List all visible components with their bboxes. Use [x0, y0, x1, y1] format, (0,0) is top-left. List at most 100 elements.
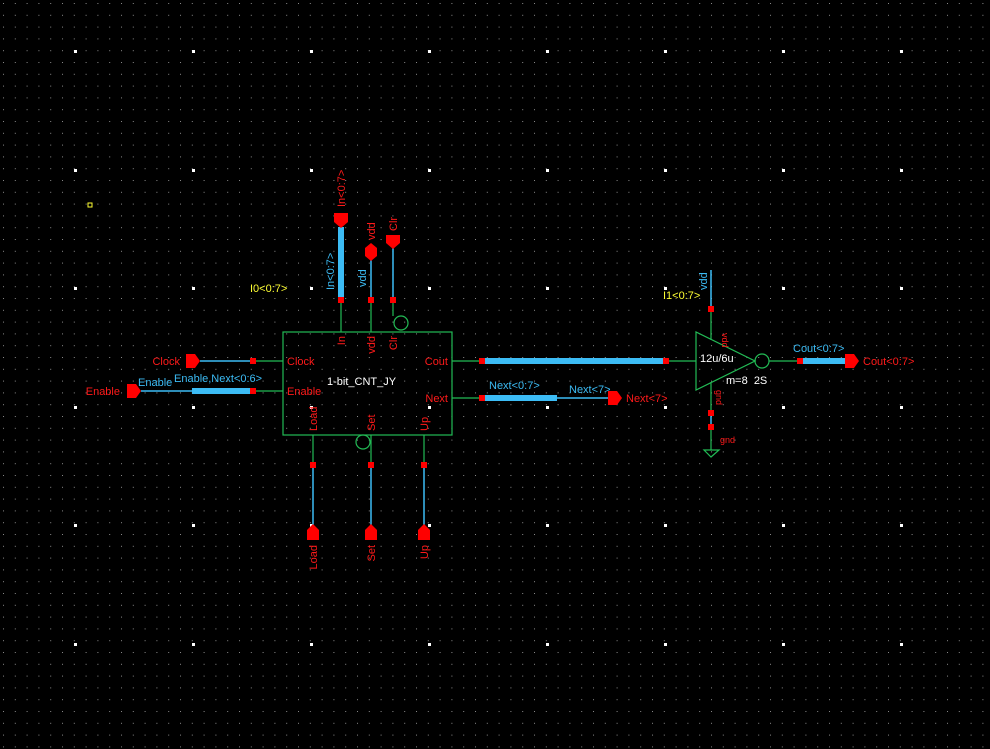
- net-labels: Enable Enable,Next<0:6> In<0:7> vdd Next…: [138, 253, 844, 396]
- major-grid-dot: [782, 169, 785, 172]
- major-grid-dot: [664, 50, 667, 53]
- major-grid-dot: [310, 406, 313, 409]
- major-grid-dot: [900, 287, 903, 290]
- major-grid-dot: [428, 524, 431, 527]
- inverter-triangle: [695, 331, 757, 391]
- port-enable-icon: [127, 384, 141, 398]
- major-grid-dot: [546, 406, 549, 409]
- major-grid-dot: [74, 524, 77, 527]
- major-grid-dot: [664, 169, 667, 172]
- major-grid-dot: [310, 50, 313, 53]
- symbol-stubs: [253, 300, 800, 465]
- inverter-params: m=8 2S: [726, 375, 767, 387]
- major-grid-dot: [900, 524, 903, 527]
- major-grid-dot: [428, 169, 431, 172]
- major-grid-dot: [192, 524, 195, 527]
- major-grid-dot: [664, 406, 667, 409]
- net-label-cout: Cout<0:7>: [793, 343, 844, 355]
- instance-1bit-cnt[interactable]: 1-bit_CNT_JY Clock Enable Cout Next In v…: [250, 283, 453, 450]
- inverter-size: 12u/6u: [700, 353, 734, 365]
- net-label-enable: Enable: [138, 377, 172, 389]
- pin-label-cout: Cout: [425, 356, 448, 368]
- port-label-clr: Clr: [388, 217, 400, 231]
- major-grid-dot: [782, 50, 785, 53]
- major-grid-dot: [428, 406, 431, 409]
- major-grid-dot: [192, 287, 195, 290]
- major-grid-dot: [546, 50, 549, 53]
- port-cout-icon: [845, 354, 859, 368]
- gnd-label: gnd: [720, 435, 735, 445]
- port-label-clock: Clock: [152, 356, 180, 368]
- pin-label-next: Next: [425, 393, 448, 405]
- instance-inverter[interactable]: 12u/6u m=8 2S I1<0:7> vdd gnd gnd: [663, 290, 770, 458]
- major-grid-dot: [310, 287, 313, 290]
- port-clr-icon: [386, 235, 400, 249]
- port-load-icon: [307, 524, 319, 540]
- major-grid-dot: [664, 524, 667, 527]
- net-label-in: In<0:7>: [325, 253, 337, 290]
- major-grid-dot: [74, 643, 77, 646]
- wires[interactable]: [141, 227, 845, 525]
- major-grid-dot: [428, 643, 431, 646]
- major-grid-dot: [782, 524, 785, 527]
- major-grid-dot: [782, 287, 785, 290]
- port-label-cout: Cout<0:7>: [863, 356, 914, 368]
- major-grid-dot: [546, 287, 549, 290]
- inverter-pin-vdd: vdd: [720, 333, 730, 348]
- origin-marker: [87, 202, 93, 208]
- pin-label-enable: Enable: [287, 386, 321, 398]
- port-next7-icon: [608, 391, 622, 405]
- ground-icon: [702, 449, 721, 458]
- port-vdd-icon: [365, 243, 377, 261]
- port-label-enable: Enable: [86, 386, 120, 398]
- major-grid-dot: [192, 169, 195, 172]
- major-grid-dot: [74, 287, 77, 290]
- pin-label-clock: Clock: [287, 356, 315, 368]
- major-grid-dot: [74, 406, 77, 409]
- symbol-box: [282, 331, 453, 436]
- port-clock-icon: [186, 354, 200, 368]
- major-grid-dot: [546, 169, 549, 172]
- major-grid-dot: [900, 169, 903, 172]
- major-grid-dot: [192, 643, 195, 646]
- port-in-icon: [334, 213, 348, 228]
- major-grid-dot: [428, 50, 431, 53]
- inverter-instance-name: I1<0:7>: [663, 290, 700, 302]
- port-up-icon: [418, 524, 430, 540]
- major-grid-dot: [900, 50, 903, 53]
- major-grid-dot: [782, 406, 785, 409]
- pin-label-set: Set: [366, 414, 378, 431]
- port-label-set: Set: [366, 545, 378, 562]
- net-label-next-bus: Next<0:7>: [489, 380, 540, 392]
- major-grid-dot: [310, 643, 313, 646]
- pin-label-in: In: [336, 336, 348, 345]
- net-label-vdd-inv: vdd: [698, 272, 710, 290]
- net-label-vdd: vdd: [357, 269, 369, 287]
- port-label-load: Load: [308, 545, 320, 569]
- major-grid-dot: [546, 643, 549, 646]
- net-label-enable-bus: Enable,Next<0:6>: [174, 373, 262, 385]
- port-label-up: Up: [419, 545, 431, 559]
- net-label-next7: Next<7>: [569, 384, 611, 396]
- port-label-in: In<0:7>: [336, 170, 348, 207]
- major-grid-dot: [782, 643, 785, 646]
- port-label-vdd: vdd: [366, 222, 378, 240]
- connection-points: [250, 297, 803, 468]
- pin-label-up: Up: [419, 417, 431, 431]
- set-bubble: [355, 434, 371, 450]
- inverter-pin-gnd: gnd: [714, 390, 724, 405]
- pin-label-clr: Clr: [388, 336, 400, 350]
- major-grid-dot: [900, 406, 903, 409]
- major-grid-dot: [74, 50, 77, 53]
- major-grid-dot: [664, 643, 667, 646]
- pin-label-load: Load: [308, 407, 320, 431]
- inverter-bubble: [754, 353, 770, 369]
- major-grid-dot: [192, 406, 195, 409]
- port-set-icon: [365, 524, 377, 540]
- major-grid-dot: [192, 50, 195, 53]
- cell-name: 1-bit_CNT_JY: [327, 376, 397, 388]
- clr-bubble: [393, 315, 409, 331]
- ports[interactable]: Clock Enable In<0:7> vdd Clr Load Set Up…: [86, 170, 915, 570]
